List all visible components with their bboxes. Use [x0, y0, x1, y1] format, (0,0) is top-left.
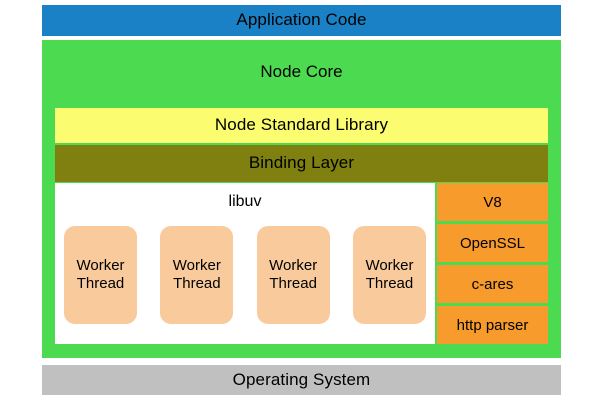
native-dependency-label: http parser — [456, 316, 529, 334]
native-dependency-label: OpenSSL — [459, 234, 526, 252]
native-dependency-column: V8 OpenSSL c-ares http parser — [437, 183, 548, 344]
layer-binding-layer: Binding Layer — [55, 145, 548, 182]
worker-thread-label-line2: Thread — [76, 275, 125, 292]
worker-thread-label-line1: Worker — [269, 256, 318, 274]
layer-libuv: libuv Worker Thread Worker Thread Worker… — [55, 183, 435, 344]
native-dependency-openssl: OpenSSL — [437, 224, 548, 262]
native-dependency-label: c-ares — [471, 275, 514, 293]
lower-row: libuv Worker Thread Worker Thread Worker… — [55, 183, 548, 344]
layer-node-core-label: Node Core — [260, 62, 343, 81]
layer-node-standard-library-label: Node Standard Library — [214, 115, 389, 135]
worker-thread-label-line2: Thread — [365, 275, 414, 292]
layer-operating-system-label: Operating System — [232, 369, 371, 389]
worker-thread-group: Worker Thread Worker Thread Worker Threa… — [64, 226, 426, 328]
worker-thread-label-line1: Worker — [365, 256, 414, 274]
layer-application-code: Application Code — [42, 5, 561, 36]
native-dependency-v8: V8 — [437, 183, 548, 221]
layer-binding-layer-label: Binding Layer — [248, 153, 355, 173]
worker-thread-label-line1: Worker — [76, 256, 125, 274]
layer-application-code-label: Application Code — [236, 10, 367, 30]
layer-node-standard-library: Node Standard Library — [55, 108, 548, 143]
layer-node-core: Node Core Node Standard Library Binding … — [42, 40, 561, 358]
native-dependency-label: V8 — [483, 193, 502, 211]
worker-thread: Worker Thread — [160, 226, 234, 324]
layer-libuv-label: libuv — [228, 193, 262, 210]
worker-thread: Worker Thread — [64, 226, 137, 324]
worker-thread-label-line1: Worker — [172, 256, 221, 274]
worker-thread-label-line2: Thread — [269, 275, 317, 292]
native-dependency-c-ares: c-ares — [437, 265, 548, 303]
layer-operating-system: Operating System — [42, 365, 561, 395]
worker-thread: Worker Thread — [352, 226, 426, 324]
worker-thread: Worker Thread — [256, 226, 330, 324]
worker-thread-label-line2: Thread — [173, 275, 221, 292]
native-dependency-http-parser: http parser — [437, 306, 548, 344]
